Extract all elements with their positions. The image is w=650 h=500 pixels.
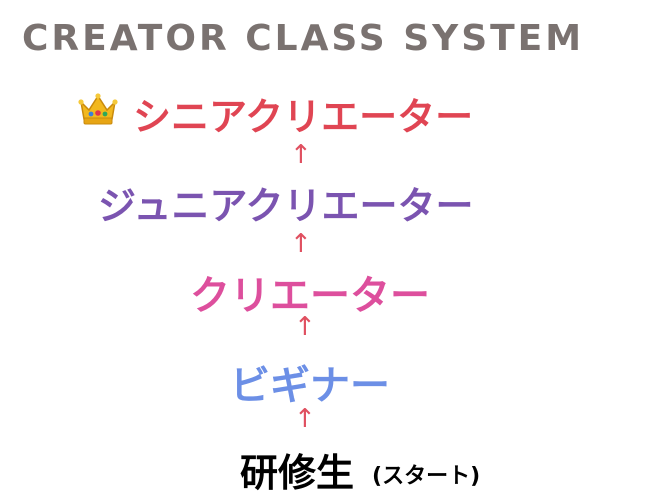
arrow-up-1: ↑	[290, 140, 312, 170]
arrow-up-3: ↑	[294, 312, 316, 342]
level-creator: クリエーター	[190, 273, 430, 319]
trainee-label: 研修生	[240, 450, 355, 495]
level-trainee: 研修生 (スタート)	[240, 442, 480, 497]
crown-icon	[78, 93, 118, 125]
trainee-start-note: (スタート)	[372, 464, 481, 489]
arrow-up-4: ↑	[294, 404, 316, 434]
level-senior-creator: シニアクリエーター	[133, 95, 474, 139]
level-beginner: ビギナー	[230, 363, 390, 409]
arrow-up-2: ↑	[290, 229, 312, 259]
level-junior-creator: ジュニアクリエーター	[98, 184, 474, 228]
diagram-title: CREATOR CLASS SYSTEM	[22, 18, 585, 59]
